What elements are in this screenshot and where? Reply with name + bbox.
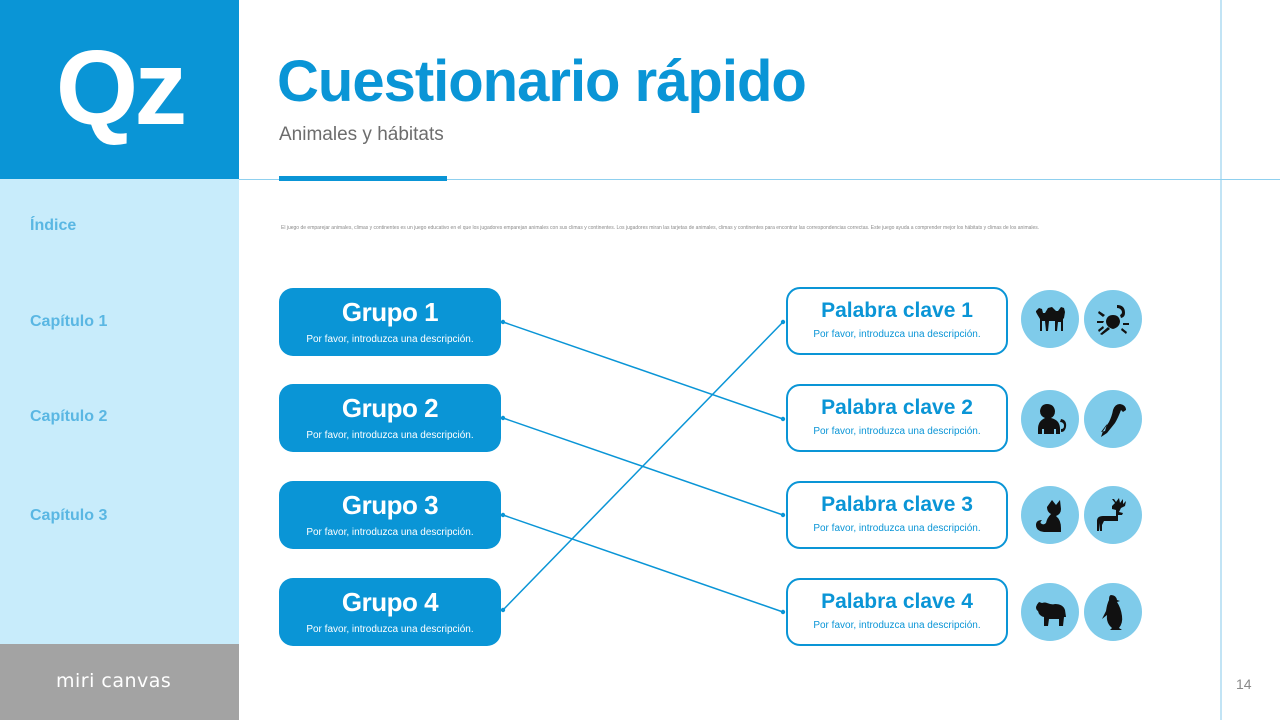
monkey-icon <box>1021 390 1079 448</box>
camel-icon <box>1021 290 1079 348</box>
page-subtitle: Animales y hábitats <box>279 124 444 145</box>
group-card-4[interactable]: Grupo 4 Por favor, introduzca una descri… <box>279 578 501 646</box>
keyword-description: Por favor, introduzca una descripción. <box>813 329 981 340</box>
keyword-card-1[interactable]: Palabra clave 1 Por favor, introduzca un… <box>786 287 1008 355</box>
connector-line-4 <box>502 321 784 611</box>
keyword-title: Palabra clave 2 <box>821 396 973 419</box>
fox-icon <box>1021 486 1079 544</box>
keyword-description: Por favor, introduzca una descripción. <box>813 523 981 534</box>
keyword-card-2[interactable]: Palabra clave 2 Por favor, introduzca un… <box>786 384 1008 452</box>
scorpion-icon <box>1084 290 1142 348</box>
description-text: El juego de emparejar animales, climas y… <box>281 225 1040 231</box>
group-description: Por favor, introduzca una descripción. <box>306 527 474 538</box>
group-description: Por favor, introduzca una descripción. <box>306 334 474 345</box>
group-description: Por favor, introduzca una descripción. <box>306 430 474 441</box>
horizontal-divider <box>239 179 1280 180</box>
logo-block: Qz <box>0 0 239 179</box>
keyword-title: Palabra clave 1 <box>821 299 973 322</box>
connector-dot <box>500 512 506 518</box>
penguin-icon <box>1084 583 1142 641</box>
bear-icon <box>1021 583 1079 641</box>
group-description: Por favor, introduzca una descripción. <box>306 624 474 635</box>
keyword-title: Palabra clave 4 <box>821 590 973 613</box>
deer-icon <box>1084 486 1142 544</box>
parrot-icon <box>1084 390 1142 448</box>
sidebar-item-chapter-1[interactable]: Capítulo 1 <box>30 313 108 330</box>
connector-dot <box>500 415 506 421</box>
connector-dot <box>780 609 786 615</box>
vertical-divider <box>1220 0 1222 720</box>
connector-dot <box>780 319 786 325</box>
keyword-card-4[interactable]: Palabra clave 4 Por favor, introduzca un… <box>786 578 1008 646</box>
brand-logo: miri canvas <box>56 670 172 692</box>
group-card-2[interactable]: Grupo 2 Por favor, introduzca una descri… <box>279 384 501 452</box>
keyword-title: Palabra clave 3 <box>821 493 973 516</box>
logo-text: Qz <box>55 29 187 147</box>
keyword-card-3[interactable]: Palabra clave 3 Por favor, introduzca un… <box>786 481 1008 549</box>
page-number: 14 <box>1236 676 1252 692</box>
connector-line-2 <box>502 417 784 516</box>
sidebar-item-chapter-2[interactable]: Capítulo 2 <box>30 408 108 425</box>
sidebar-item-index[interactable]: Índice <box>30 217 77 234</box>
sidebar: Índice Capítulo 1 Capítulo 2 Capítulo 3 <box>0 179 239 644</box>
keyword-description: Por favor, introduzca una descripción. <box>813 620 981 631</box>
keyword-description: Por favor, introduzca una descripción. <box>813 426 981 437</box>
group-card-1[interactable]: Grupo 1 Por favor, introduzca una descri… <box>279 288 501 356</box>
connector-dot <box>780 512 786 518</box>
connector-line-3 <box>502 514 784 613</box>
connector-dot <box>500 607 506 613</box>
connector-line-1 <box>502 321 784 420</box>
brand-footer: miri canvas <box>0 644 239 720</box>
group-title: Grupo 2 <box>341 393 439 423</box>
sidebar-item-chapter-3[interactable]: Capítulo 3 <box>30 507 108 524</box>
group-title: Grupo 3 <box>341 490 439 520</box>
page-title: Cuestionario rápido <box>277 49 807 114</box>
connector-dot <box>780 416 786 422</box>
group-title: Grupo 4 <box>341 587 439 617</box>
connector-dot <box>500 319 506 325</box>
group-title: Grupo 1 <box>341 297 439 327</box>
group-card-3[interactable]: Grupo 3 Por favor, introduzca una descri… <box>279 481 501 549</box>
title-accent-bar <box>279 176 447 181</box>
